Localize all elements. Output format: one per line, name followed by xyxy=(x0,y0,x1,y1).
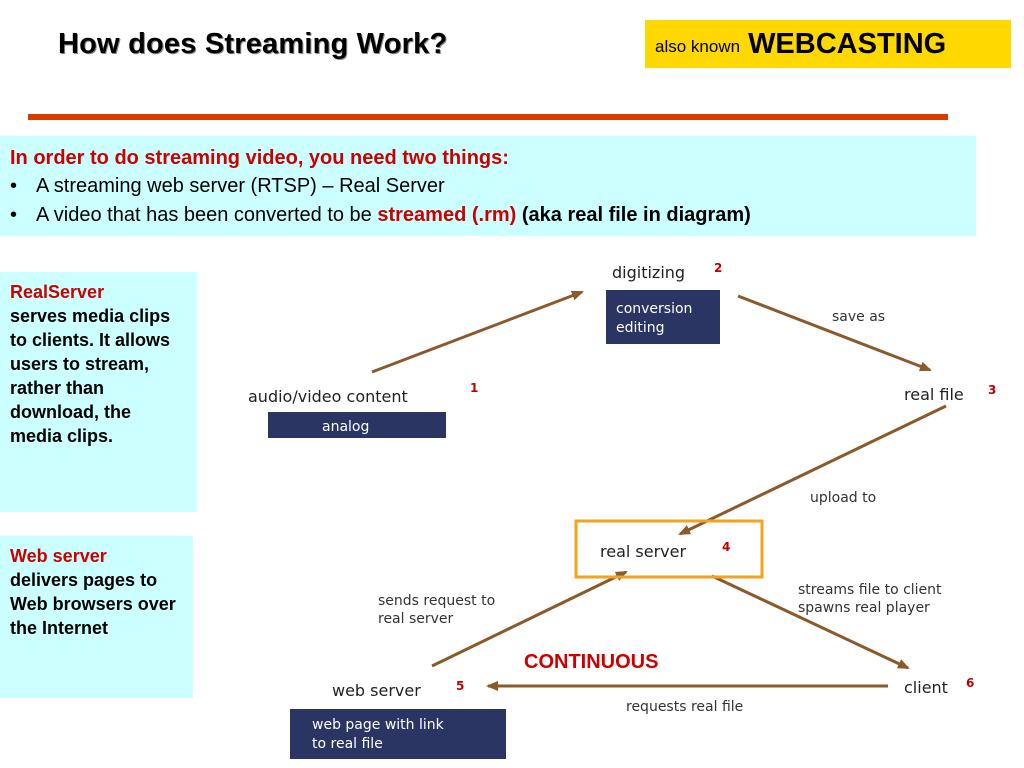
arrow-content-to-digitizing xyxy=(371,290,584,374)
bullet-2-dot: • xyxy=(10,204,18,226)
node-digitizing-box-line2: editing xyxy=(616,320,665,336)
node-webserver-box-line1: web page with link xyxy=(312,717,445,733)
node-realfile-label: real file xyxy=(904,385,964,404)
page-title: How does Streaming Work? xyxy=(58,28,448,60)
edge-save-as: save as xyxy=(832,309,885,325)
aka-text: also known xyxy=(655,37,741,56)
webcasting-text: WEBCASTING xyxy=(748,27,947,60)
node-digitizing-label: digitizing xyxy=(612,263,685,282)
node-realserver-num: 4 xyxy=(722,540,730,554)
node-realserver-highlight xyxy=(574,519,764,579)
webserver-note: Web server delivers pages to Web browser… xyxy=(0,536,193,698)
realserver-note: RealServer serves media clips to clients… xyxy=(0,272,197,512)
title-divider xyxy=(28,114,948,120)
node-content-box-text: analog xyxy=(322,419,369,435)
edge-streams-line1: streams file to client xyxy=(798,582,942,598)
node-content-label: audio/video content xyxy=(248,387,408,406)
bullet-2: • A video that has been converted to be s… xyxy=(10,201,966,230)
bullet-1-dot: • xyxy=(10,175,18,197)
node-realserver-label: real server xyxy=(600,542,686,561)
node-client-num: 6 xyxy=(966,676,974,690)
edge-upload-to: upload to xyxy=(810,490,876,506)
node-webserver-label: web server xyxy=(332,681,421,700)
node-content-box xyxy=(268,412,446,438)
realserver-note-body: serves media clips to clients. It allows… xyxy=(10,306,171,446)
intro-lead: In order to do streaming video, you need… xyxy=(10,147,509,169)
edge-requests: requests real file xyxy=(626,699,743,715)
webserver-note-title: Web server xyxy=(10,546,107,566)
bullet-1: • A streaming web server (RTSP) – Real Se… xyxy=(10,172,966,201)
arrow-webserver-to-realserver xyxy=(431,570,628,668)
edge-sends-line2: real server xyxy=(378,611,454,627)
bullet-2-red: streamed (.rm) xyxy=(377,204,517,226)
continuous-label: CONTINUOUS xyxy=(524,651,658,673)
webcasting-badge: also known WEBCASTING xyxy=(645,20,1011,68)
node-webserver-num: 5 xyxy=(456,679,464,693)
arrow-realserver-to-client xyxy=(711,574,910,670)
bullet-1-text: A streaming web server (RTSP) – Real Ser… xyxy=(36,175,445,197)
node-webserver-box-line2: to real file xyxy=(312,736,383,752)
node-digitizing-box-line1: conversion xyxy=(616,301,692,317)
intro-box: In order to do streaming video, you need… xyxy=(0,136,976,236)
realserver-note-title: RealServer xyxy=(10,282,105,302)
edge-streams-line2: spawns real player xyxy=(798,600,930,616)
arrow-digitizing-to-realfile xyxy=(737,294,932,372)
arrow-realfile-to-realserver xyxy=(678,404,947,536)
bullet-2-prefix: A video that has been converted to be xyxy=(36,204,378,226)
bullet-2-suffix: (aka real file in diagram) xyxy=(516,204,751,226)
node-digitizing-box xyxy=(606,290,720,344)
webserver-note-body: delivers pages to Web browsers over the … xyxy=(10,570,176,638)
node-digitizing-num: 2 xyxy=(714,261,722,275)
node-content-num: 1 xyxy=(470,381,478,395)
node-client-label: client xyxy=(904,678,948,697)
node-realfile-num: 3 xyxy=(988,383,996,397)
node-webserver-box xyxy=(290,709,506,759)
edge-sends-line1: sends request to xyxy=(378,593,495,609)
